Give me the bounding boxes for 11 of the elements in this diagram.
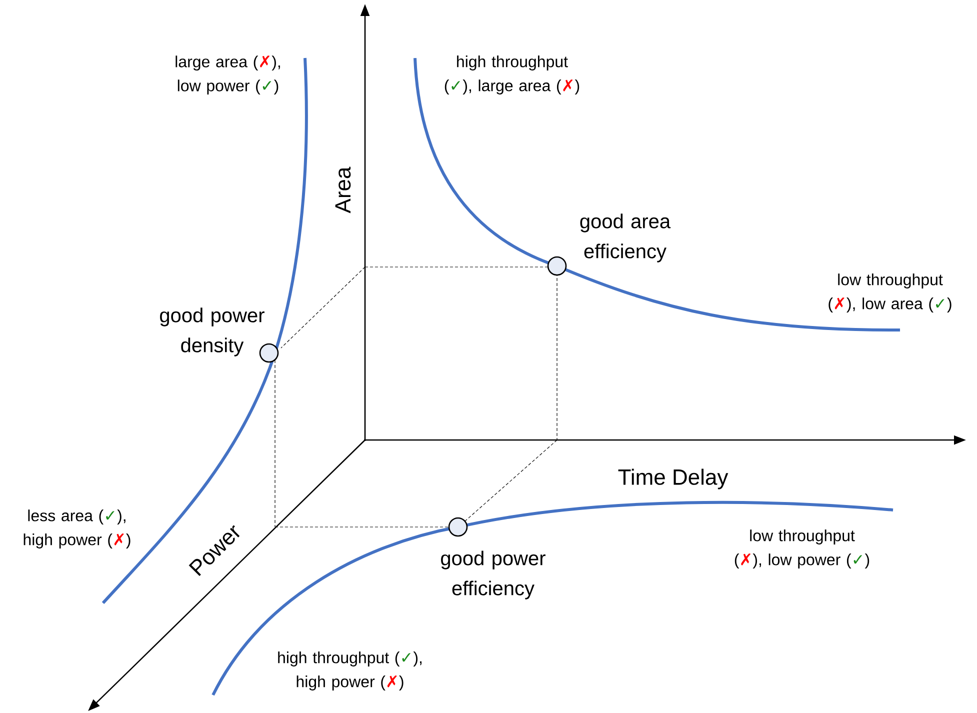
- annotation: low throughput (✗), low area (✓): [828, 274, 952, 312]
- point-label: good power efficiency: [441, 550, 546, 600]
- axis-label: Time Delay: [618, 468, 728, 490]
- annotation: large area (✗), low power (✓): [176, 56, 280, 95]
- point-label: good power density: [160, 308, 264, 356]
- annotation: high throughput (✓), large area (✗): [444, 56, 580, 94]
- annotation: less area (✓), high power (✗): [24, 510, 130, 548]
- point-label: good area efficiency: [580, 214, 671, 262]
- annotation: high throughput (✓), high power (✗): [278, 652, 422, 690]
- annotation: low throughput (✗), low power (✓): [734, 530, 870, 568]
- axis-label: Area: [335, 166, 351, 214]
